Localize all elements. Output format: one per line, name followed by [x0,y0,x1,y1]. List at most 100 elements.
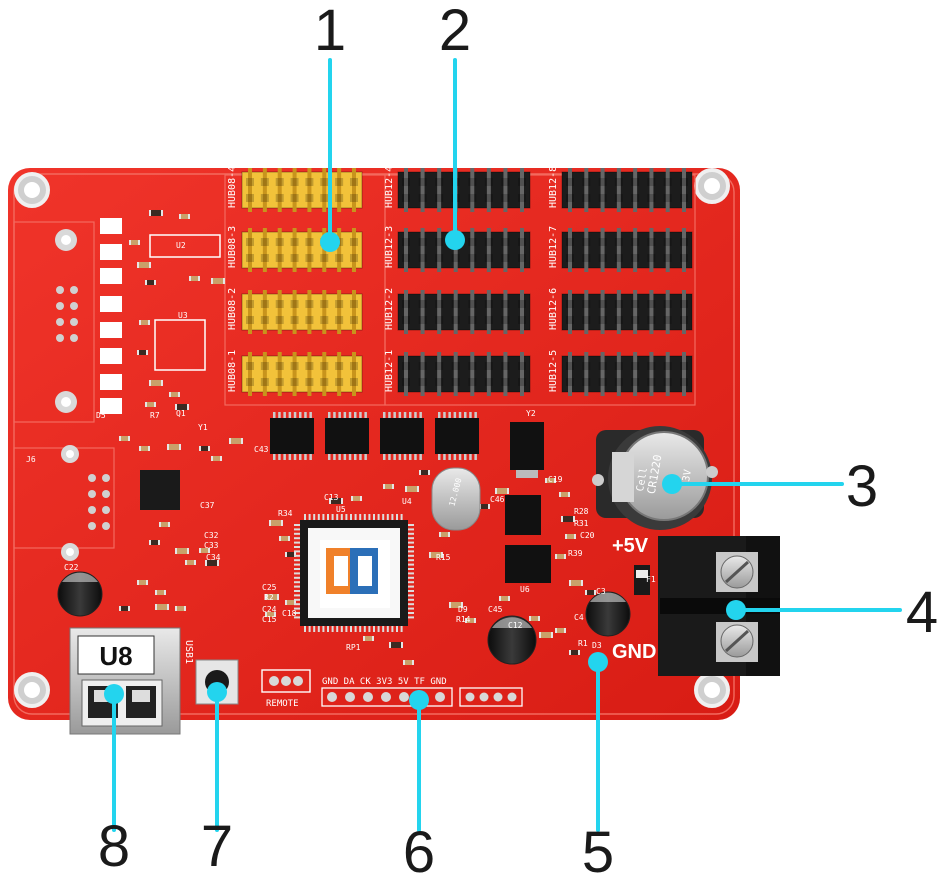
gnd-label: GND [612,641,656,663]
pcb-board [8,168,740,720]
pin-hole [327,692,337,702]
ref-designator: C46 [490,495,505,504]
ref-designator: U2 [176,241,186,250]
hub08-header-2 [241,290,363,334]
smd-part [155,590,166,595]
usb-connector: U8 [69,627,181,735]
smd-part [199,446,210,451]
expansion-pin-header [321,687,523,707]
smd-part [383,484,394,489]
crystal [431,467,481,531]
led-pad [100,268,122,284]
ref-designator: R14 [456,615,471,624]
smd-part [569,580,583,586]
ref-designator: C24 [262,605,277,614]
ref-designator: C4 [574,613,584,622]
hub12-left-label: HUB12-4 [384,166,395,208]
via [88,474,96,482]
ic-right [505,495,541,535]
smd-part [495,488,509,494]
ic-u3 [154,319,206,371]
smd-part [179,214,190,219]
smd-part [211,456,222,461]
smd-part [159,522,170,527]
smd-part [329,498,343,504]
via [102,506,110,514]
remote-label: REMOTE [266,699,299,709]
battery-holder: CR1220 Cell 3V [592,426,718,530]
ic-u12 [140,470,180,510]
via [102,474,110,482]
smd-part [229,438,243,444]
smd-part [279,536,290,541]
pin-labels: GND DA CK 3V3 5V TF GND [322,677,447,687]
hub12-right-header-6 [561,290,693,334]
smd-part [465,618,476,623]
smd-part [265,594,279,600]
smd-part [205,560,219,566]
smd-part [539,632,553,638]
via [102,522,110,530]
callout-number-6: 6 [403,820,435,881]
smd-part [449,602,463,608]
smd-part [199,548,210,553]
ref-designator: Q1 [176,409,186,418]
main-mcu [300,520,408,626]
smd-components [119,210,596,665]
via [102,490,110,498]
smd-part [529,616,540,621]
callout-number-4: 4 [906,580,938,645]
hub08-header-4 [241,168,363,212]
smd-part [119,606,130,611]
hub12-left-label: HUB12-3 [384,226,395,268]
hub12-left-label: HUB12-2 [384,288,395,330]
status-led-pads [100,218,122,414]
callout-number-3: 3 [846,454,878,519]
smd-part [585,590,596,595]
smd-part [479,504,490,509]
smd-part [419,470,430,475]
smd-part [129,240,140,245]
ref-designator: U4 [402,497,412,506]
ref-designator: C15 [262,615,277,624]
hub12-right-label: HUB12-6 [548,288,559,330]
mounting-holes [14,168,730,708]
smd-part [559,492,570,497]
plus5v-label: +5V [612,535,649,557]
smd-part [155,604,169,610]
cell-sub-text: Cell [635,467,650,493]
hub12-right-label: HUB12-8 [548,166,559,208]
pcb-border-trace [13,173,735,715]
hub08-label: HUB08-2 [227,288,238,330]
hub08-header-3 [241,228,363,272]
hub08-label: HUB08-3 [227,226,238,268]
smd-part [149,380,163,386]
hub12-left-label: HUB12-1 [384,350,395,392]
led-pad [100,296,122,312]
hub12-right-header-7 [561,228,693,272]
ic-u2 [149,234,221,258]
smd-part [149,540,160,545]
ref-designator: RP1 [346,643,361,652]
via [88,490,96,498]
smd-part [175,548,189,554]
smd-part [285,600,296,605]
smd-part [545,478,556,483]
reference-designators: U2U3U4U5U6Y1Y2J6C22C3C45D9R15R14RP1F1C12… [26,241,656,652]
via [56,318,64,326]
ref-designator: U3 [178,311,188,320]
via [88,506,96,514]
led-pad [100,218,122,234]
ref-designator: C20 [580,531,595,540]
smd-part [137,580,148,585]
led-pad [100,374,122,390]
ref-designator: F1 [646,575,656,584]
hub12-right-label: HUB12-5 [548,350,559,392]
ref-designator: C34 [206,553,221,562]
hub08-label: HUB08-4 [227,166,238,208]
smd-part [139,446,150,451]
callout-lines [112,58,902,832]
ref-designator: C22 [64,563,79,572]
ref-designator: C37 [200,501,215,510]
